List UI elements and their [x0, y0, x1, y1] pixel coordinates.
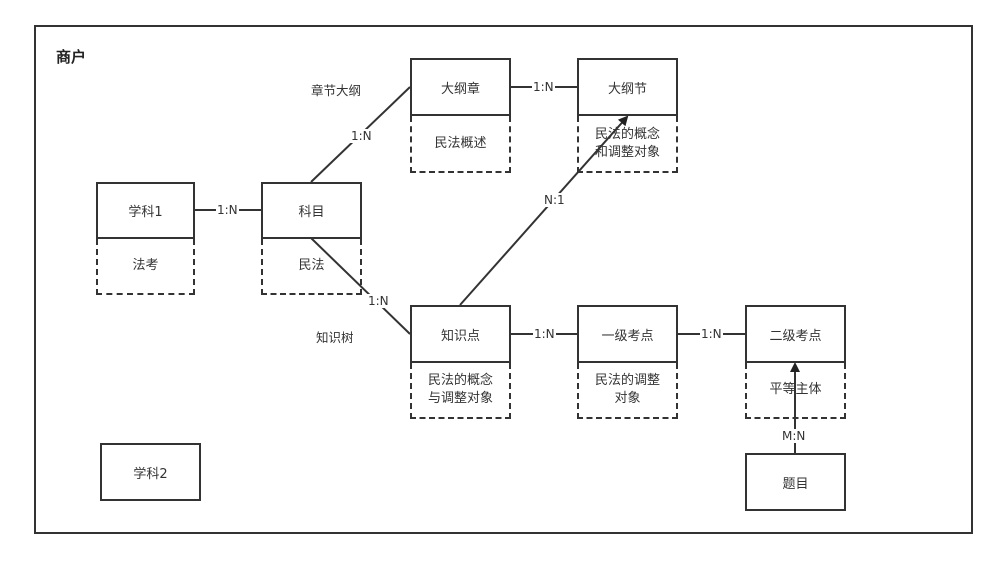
relation-label-point1-point2: 1:N [700, 327, 723, 341]
entity-subject2[interactable]: 学科2 [100, 443, 201, 501]
container-title: 商户 [56, 48, 87, 66]
entity-question[interactable]: 题目 [745, 453, 846, 511]
attr-exam-point-2: 平等主体 [745, 363, 846, 419]
relation-label-question-point2: M:N [781, 429, 807, 443]
entity-label: 学科2 [133, 466, 168, 482]
edge-knowledge-section [459, 115, 629, 306]
entity-chapter[interactable]: 大纲章 [410, 58, 511, 116]
entity-course[interactable]: 科目 [261, 182, 362, 239]
relation-label-knowledge-point1: 1:N [533, 327, 556, 341]
attr-chapter: 民法概述 [410, 116, 511, 173]
entity-label: 大纲章 [440, 81, 480, 97]
relation-label-subject1-course: 1:N [216, 203, 239, 217]
entity-label: 大纲节 [607, 81, 647, 97]
entity-label: 二级考点 [769, 328, 822, 344]
entity-exam-point-1[interactable]: 一级考点 [577, 305, 678, 363]
entity-knowledge-point[interactable]: 知识点 [410, 305, 511, 363]
merchant-container [34, 25, 973, 534]
entity-exam-point-2[interactable]: 二级考点 [745, 305, 846, 363]
entity-label: 科目 [298, 205, 325, 220]
relation-label-course-knowledge: 1:N [367, 294, 390, 308]
entity-subject1[interactable]: 学科1 [96, 182, 195, 239]
relation-label-knowledge-section: N:1 [543, 193, 566, 207]
relation-label-chapter-section: 1:N [532, 80, 555, 94]
entity-label: 一级考点 [601, 328, 654, 344]
attr-course: 民法 [261, 239, 362, 295]
entity-label: 题目 [782, 476, 809, 492]
entity-label: 知识点 [440, 328, 480, 344]
attr-subject1: 法考 [96, 239, 195, 295]
entity-section[interactable]: 大纲节 [577, 58, 678, 116]
attr-exam-point-1: 民法的调整 对象 [577, 363, 678, 419]
entity-label: 学科1 [128, 205, 163, 220]
tree-annotation: 知识树 [316, 330, 354, 345]
attr-knowledge-point: 民法的概念 与调整对象 [410, 363, 511, 419]
attr-section: 民法的概念 和调整对象 [577, 116, 678, 173]
relation-label-course-chapter: 1:N [350, 129, 373, 143]
outline-annotation: 章节大纲 [311, 83, 362, 98]
